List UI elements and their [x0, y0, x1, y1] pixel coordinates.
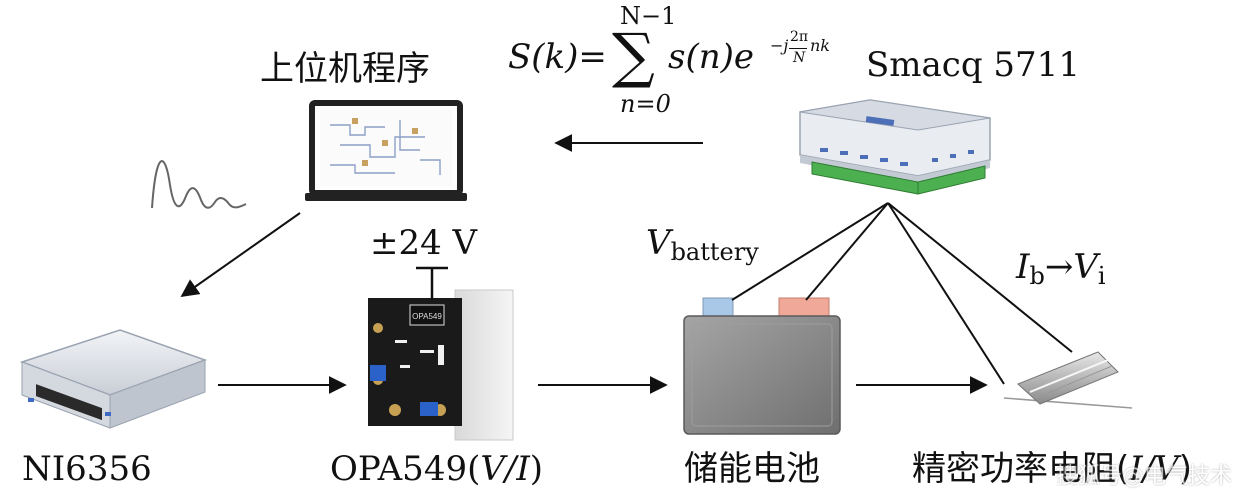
sum-lower-limit: n=0	[620, 90, 671, 118]
exponent-denominator: N	[793, 50, 806, 66]
opa549-board-icon: OPA549	[368, 266, 514, 441]
sum-upper-limit: N−1	[620, 2, 677, 30]
chip-label: OPA549	[412, 312, 442, 321]
ni-device-icon	[19, 329, 208, 429]
ib-to-vi-label: Ib→Vi	[1016, 247, 1106, 290]
fraction-bar	[789, 48, 807, 49]
waveform-icon	[151, 160, 247, 209]
formula-lhs: S(k)=	[508, 37, 607, 77]
opa549-label: OPA549(V/I)	[330, 449, 544, 489]
exponent-suffix: nk	[810, 36, 830, 55]
laptop-icon	[305, 100, 467, 201]
flow-arrows	[180, 134, 988, 394]
supply-voltage-label: ±24 V	[370, 223, 478, 263]
arrow-host-to-ni	[180, 212, 301, 298]
daq-device-icon	[799, 99, 991, 195]
resistor-icon	[1003, 351, 1133, 409]
daq-device-label: Smacq 5711	[866, 45, 1080, 85]
exponent-numerator: 2π	[790, 29, 809, 45]
battery-negative-terminal	[702, 297, 734, 319]
watermark: 搜狐号@电气技术	[1055, 464, 1232, 489]
sigma-symbol: ∑	[612, 21, 655, 91]
battery-icon	[683, 297, 841, 435]
dft-formula: S(k)= N−1 ∑ n=0 s(n)e −j 2π N nk	[508, 0, 848, 120]
measurement-lines	[731, 202, 1073, 385]
v-battery-label: Vbattery	[646, 223, 759, 266]
resistor-label: 精密功率电阻(I/V)	[912, 449, 1192, 489]
battery-positive-terminal	[778, 297, 830, 319]
battery-label: 储能电池	[684, 449, 820, 489]
ni-device-label: NI6356	[22, 449, 152, 489]
host-program-label: 上位机程序	[260, 49, 430, 89]
exponent-prefix: −j	[770, 36, 789, 55]
formula-term: s(n)e	[668, 37, 754, 77]
